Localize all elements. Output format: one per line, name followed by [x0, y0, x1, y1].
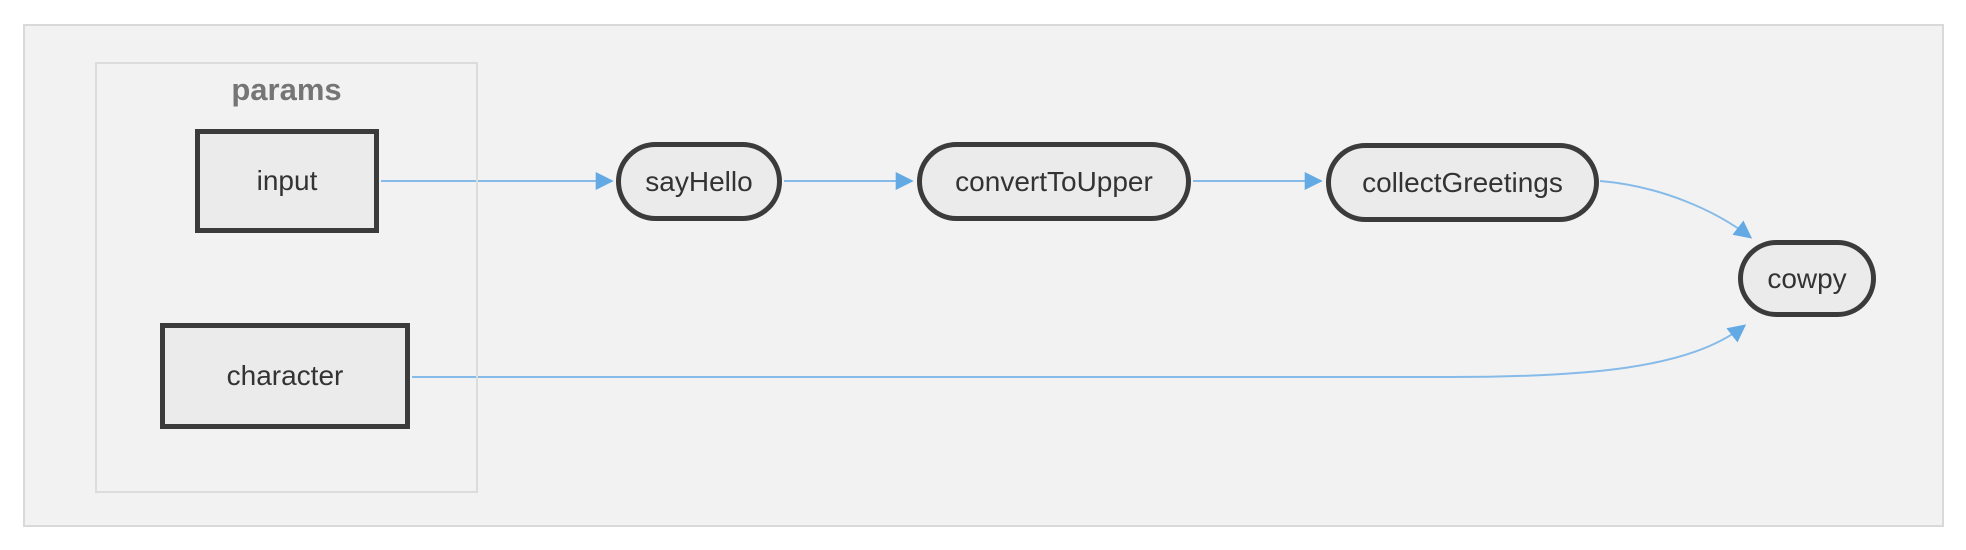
- node-convertToUpper: convertToUpper: [917, 142, 1191, 221]
- node-sayHello: sayHello: [616, 142, 782, 221]
- group-params: params: [95, 62, 478, 493]
- node-cowpy: cowpy: [1738, 240, 1876, 317]
- group-params-label: params: [231, 72, 342, 107]
- node-input: input: [195, 129, 379, 233]
- node-character: character: [160, 323, 410, 429]
- diagram-frame: [23, 24, 1944, 527]
- node-collectGreetings: collectGreetings: [1326, 143, 1599, 222]
